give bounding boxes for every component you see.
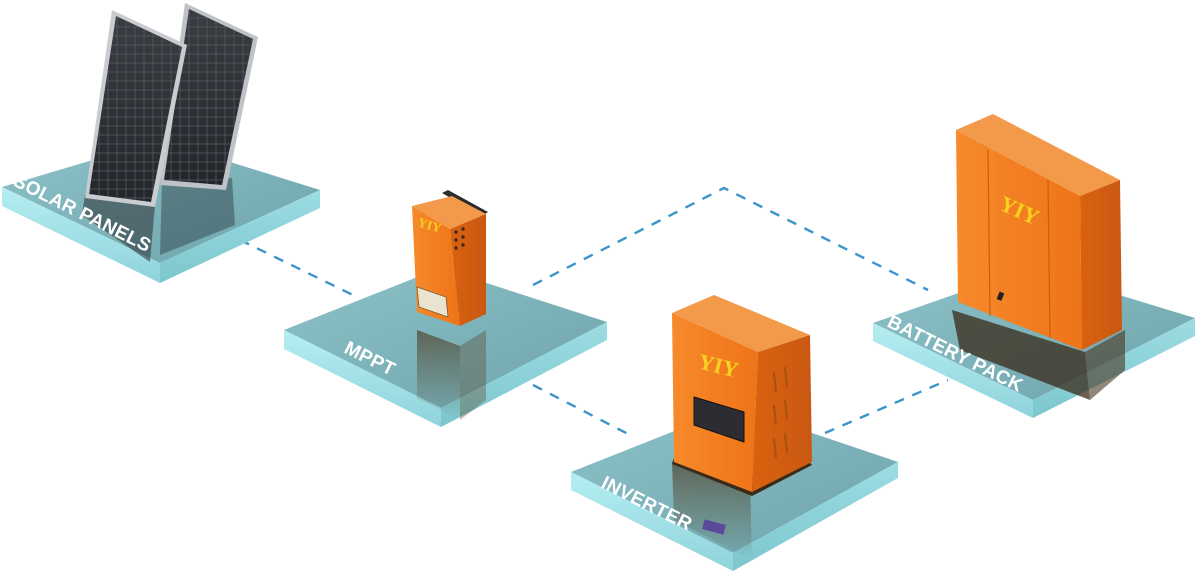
connector-mppt-inverter xyxy=(532,383,631,437)
solar-panel-back xyxy=(160,3,258,190)
battery-seam xyxy=(1047,179,1051,339)
mppt-reflection xyxy=(460,330,486,420)
platform-inverter[interactable]: YIY INVERTER xyxy=(571,295,898,571)
inverter-vents xyxy=(773,366,788,459)
connector-mppt-battery xyxy=(532,186,929,292)
platform-top xyxy=(284,268,607,408)
solar-panel-front xyxy=(85,10,187,207)
panel-reflection xyxy=(82,195,155,262)
platform-right-edge xyxy=(160,190,320,283)
mppt-reflection xyxy=(417,330,460,420)
mppt-logo: YIY xyxy=(416,214,444,235)
platform-battery-pack[interactable]: YIY BATTERY PACK xyxy=(873,114,1195,418)
battery-reflection xyxy=(952,310,1090,400)
platform-right-edge xyxy=(441,322,607,427)
platform-right-edge xyxy=(733,462,898,571)
connectors xyxy=(239,186,949,437)
inverter-device: YIY xyxy=(672,295,812,496)
connector-solar-mppt xyxy=(239,238,356,298)
platform-left-edge xyxy=(571,472,733,571)
platform-left-edge xyxy=(284,330,441,427)
platform-solar-panels[interactable]: SOLAR PANELS xyxy=(2,3,320,283)
platform-top xyxy=(2,140,320,263)
mppt-ports xyxy=(454,227,465,250)
inverter-display-reflection xyxy=(702,519,726,535)
battery-seam xyxy=(987,149,991,317)
platform-left-edge xyxy=(2,187,160,283)
platform-left-edge xyxy=(873,323,1033,418)
mppt-device: YIY xyxy=(412,190,488,326)
panel-reflection xyxy=(160,178,235,255)
inverter-control-panel xyxy=(693,396,745,443)
battery-reflection xyxy=(1085,330,1125,400)
battery-device: YIY xyxy=(956,114,1122,350)
connector-inverter-battery xyxy=(824,378,949,435)
battery-switch xyxy=(996,291,1005,301)
platform-mppt[interactable]: YIY MPPT xyxy=(284,190,607,427)
